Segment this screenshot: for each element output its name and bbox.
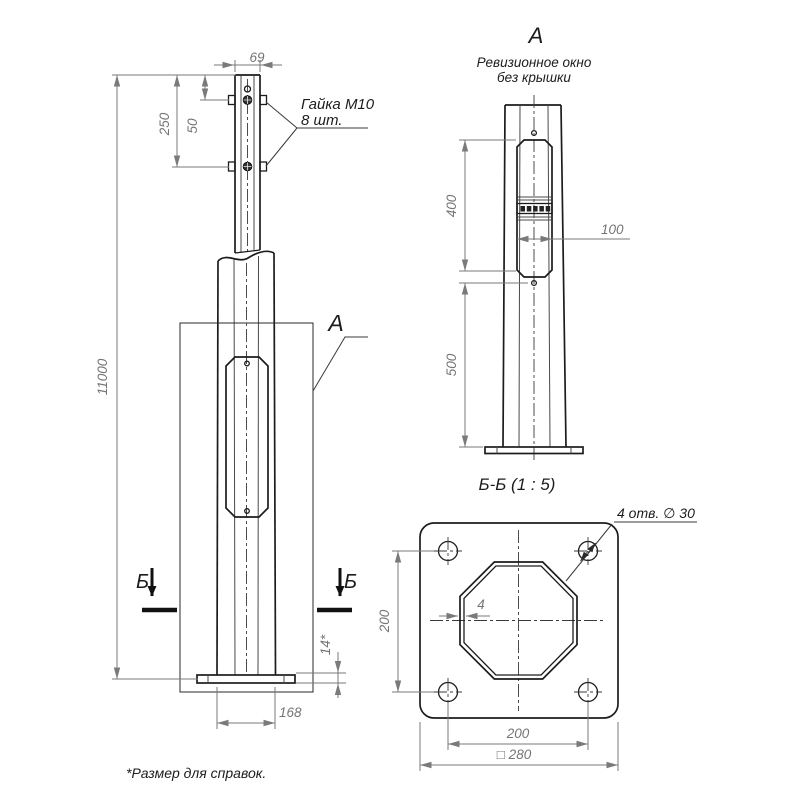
- detail-a-label: А: [326, 310, 343, 336]
- bolt-holes: [434, 537, 602, 706]
- dim-100: 100: [601, 222, 624, 237]
- section-label-left: Б: [136, 571, 149, 593]
- bolt-row-upper: [227, 94, 268, 106]
- view-a-pole: [502, 95, 567, 461]
- section-label-right: Б: [344, 571, 357, 593]
- dim-168: 168: [279, 705, 302, 720]
- main-view: А Б Б Гайка М10 8 шт.: [95, 50, 375, 729]
- view-a-base-plate: [484, 446, 584, 455]
- holes-note: 4 отв. ∅ 30: [565, 505, 697, 582]
- main-dimensions: 11000 250 50 69 14* 168: [95, 50, 346, 729]
- nut-label-line2: 8 шт.: [301, 112, 342, 129]
- dim-280: □ 280: [497, 747, 532, 762]
- nut-callout: Гайка М10 8 шт.: [265, 96, 375, 167]
- view-a-title: А: [527, 23, 544, 48]
- dim-200-horizontal: 200: [506, 726, 530, 741]
- dim-250: 250: [157, 112, 172, 136]
- view-a-subtitle1: Ревизионное окно: [477, 55, 592, 70]
- revision-window-open: [516, 139, 553, 278]
- bolt-row-lower: [227, 161, 268, 172]
- pole-top-channel: [227, 74, 268, 254]
- top-hole: [243, 85, 252, 93]
- section-mark-left: Б: [136, 568, 177, 613]
- footnote: *Размер для справок.: [126, 765, 266, 781]
- dim-total-height: 11000: [95, 358, 110, 395]
- section-mark-right: Б: [317, 568, 357, 613]
- dim-200-vertical: 200: [377, 609, 392, 633]
- detail-a-frame: [179, 322, 314, 693]
- dim-wall-4: 4: [477, 597, 485, 612]
- wall-thickness-dim: 4: [439, 597, 490, 620]
- revision-window-cover: [225, 356, 269, 518]
- view-a-dimensions: 400 500 100: [444, 139, 630, 448]
- dim-plate-thickness: 14*: [318, 634, 333, 655]
- nut-label-line1: Гайка М10: [301, 96, 375, 113]
- section-bb-dimensions: 200 200 □ 280: [377, 550, 619, 771]
- terminal-blocks: [520, 206, 551, 212]
- section-bb-title: Б-Б (1 : 5): [479, 475, 556, 494]
- dim-400: 400: [444, 194, 459, 217]
- dim-69: 69: [249, 50, 265, 65]
- dim-500: 500: [444, 353, 459, 376]
- view-a-subtitle2: без крышки: [497, 70, 571, 85]
- base-plate-front: [196, 674, 296, 684]
- dim-50: 50: [185, 118, 200, 134]
- view-a: А Ревизионное окно без крышки: [444, 23, 630, 461]
- section-bb: Б-Б (1 : 5) 4 отв. ∅ 30: [377, 475, 697, 771]
- pole-cross-section: [459, 561, 578, 680]
- holes-note-label: 4 отв. ∅ 30: [617, 505, 695, 521]
- base-plate-plan: [419, 522, 619, 719]
- detail-a-leader: [312, 336, 368, 392]
